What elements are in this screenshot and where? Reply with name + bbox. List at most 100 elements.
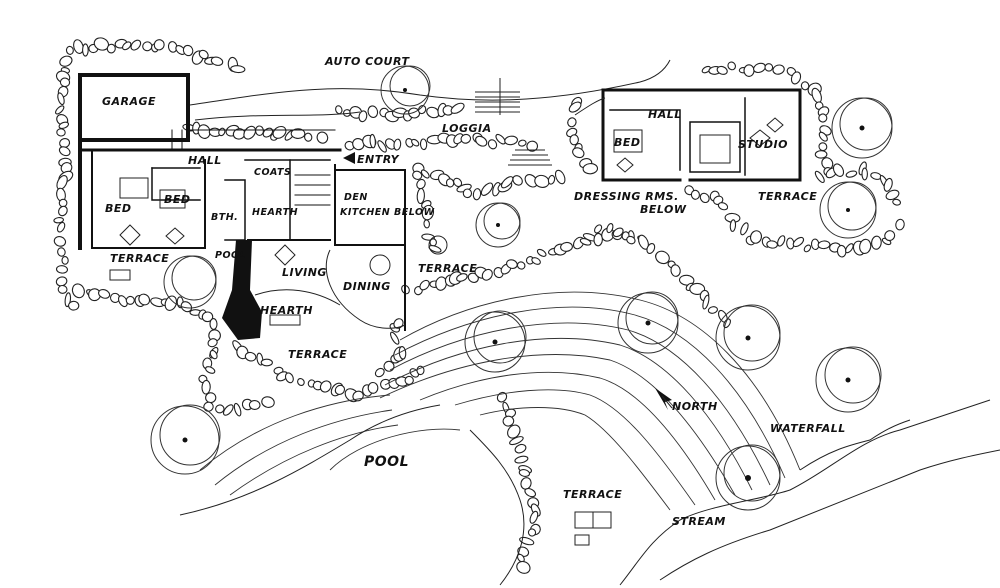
label-terrace-east: TERRACE: [758, 190, 817, 203]
stone: [416, 178, 426, 190]
entry-arrow: [343, 152, 355, 164]
stone: [529, 510, 539, 524]
stone: [845, 170, 858, 178]
stone: [567, 117, 577, 128]
label-terrace-mid: TERRACE: [418, 262, 477, 275]
stone: [487, 139, 498, 150]
tree: [163, 255, 217, 309]
label-dining: DINING: [343, 280, 391, 293]
stone: [845, 243, 854, 254]
stone: [56, 128, 66, 137]
stone: [335, 105, 343, 115]
stone: [707, 306, 718, 314]
stone: [803, 244, 812, 253]
stone: [367, 105, 379, 118]
stone: [215, 404, 225, 414]
stone: [82, 43, 89, 57]
stone: [334, 384, 346, 395]
tree: [715, 304, 781, 371]
tree: [617, 291, 679, 354]
stone: [369, 133, 376, 149]
stone: [717, 202, 729, 211]
stone: [417, 105, 427, 115]
label-pool: POOL: [364, 454, 409, 470]
stone: [729, 219, 737, 232]
label-pool-small: POOL: [215, 250, 246, 261]
interior-furniture: [109, 177, 448, 329]
label-bed-east: BED: [614, 136, 641, 149]
stone: [142, 41, 153, 52]
stone: [814, 170, 825, 184]
stone: [772, 64, 785, 75]
stone-walls: [53, 37, 905, 574]
stone: [138, 293, 151, 306]
stone: [261, 396, 275, 408]
stone: [358, 110, 368, 123]
west-house-walls: [78, 73, 406, 331]
stone: [209, 318, 218, 330]
stone: [460, 133, 472, 144]
label-dressing-rms: DRESSING RMS.: [574, 190, 679, 203]
tree: [831, 97, 893, 159]
stone: [507, 424, 521, 439]
stone: [516, 261, 526, 270]
stone: [689, 282, 706, 295]
stone: [57, 284, 68, 294]
stone: [547, 174, 556, 185]
stone: [389, 331, 400, 345]
stone: [423, 219, 430, 229]
stone: [606, 223, 614, 234]
stone: [514, 455, 529, 464]
stone: [230, 65, 246, 74]
stone: [344, 140, 355, 151]
stone: [814, 150, 828, 159]
label-auto-court: AUTO COURT: [324, 55, 410, 68]
label-bath: BTH.: [211, 212, 238, 223]
stone: [71, 283, 85, 299]
label-hall-main: HALL: [188, 154, 222, 167]
stone: [462, 188, 473, 199]
label-stream: STREAM: [672, 515, 726, 528]
stone: [59, 55, 73, 67]
stone: [817, 240, 831, 250]
label-bed-1: BED: [105, 202, 132, 215]
stone: [524, 487, 537, 498]
stone: [352, 137, 365, 151]
stone: [569, 134, 579, 146]
stone: [572, 147, 585, 159]
stone: [818, 142, 828, 152]
stone: [450, 102, 465, 114]
stone: [509, 436, 524, 446]
label-terrace-south: TERRACE: [288, 348, 347, 361]
stone: [524, 174, 538, 188]
label-hearth-lower: HEARTH: [260, 304, 313, 317]
stone: [130, 39, 142, 51]
stone: [367, 381, 379, 394]
stone: [65, 45, 74, 55]
stone: [125, 295, 135, 305]
stone: [518, 469, 531, 477]
stone: [818, 131, 828, 142]
stone: [526, 140, 539, 152]
label-entry: ENTRY: [357, 153, 400, 166]
stone: [554, 169, 566, 185]
stone: [68, 300, 80, 311]
stone: [58, 205, 68, 217]
stone: [883, 177, 893, 192]
stone: [297, 378, 305, 386]
label-terrace-west: TERRACE: [110, 252, 169, 265]
stone: [316, 131, 329, 144]
lower-terrace-table: [574, 511, 612, 546]
stone: [531, 257, 541, 265]
stone: [58, 121, 70, 129]
stone: [58, 146, 71, 157]
stone: [61, 256, 69, 265]
stone: [55, 105, 65, 115]
stone: [205, 392, 217, 404]
label-north: NORTH: [672, 400, 718, 413]
stone: [690, 189, 700, 200]
stone: [210, 56, 224, 66]
stone: [520, 477, 532, 490]
tree: [150, 404, 221, 475]
